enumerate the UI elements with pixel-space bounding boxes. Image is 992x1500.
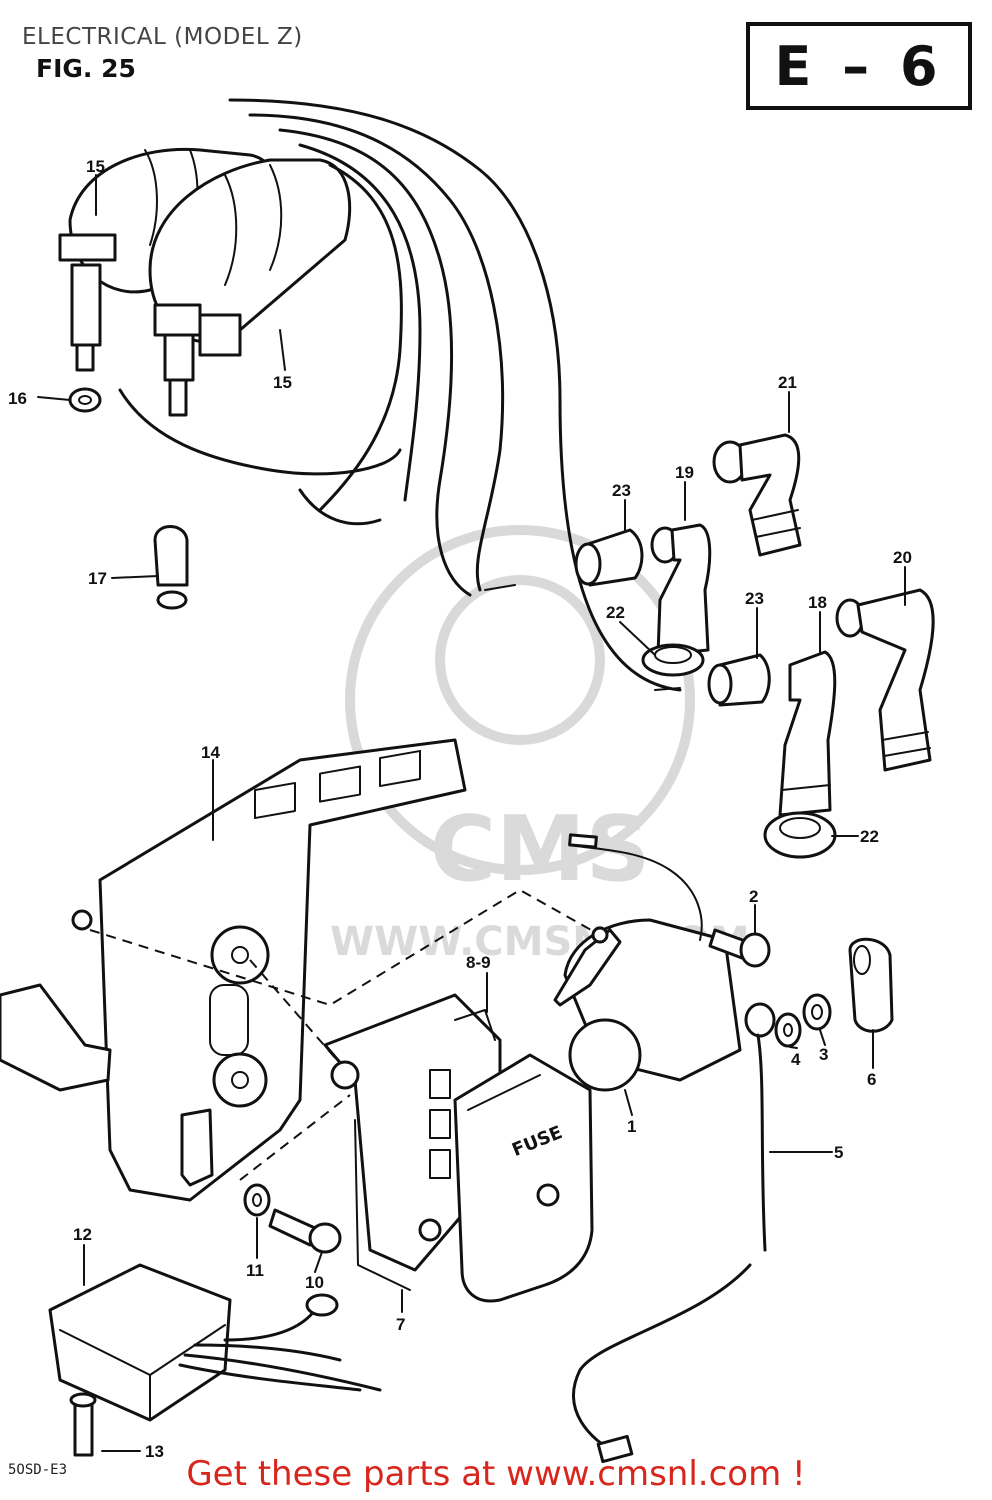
callout-22-lower: 22 <box>860 827 879 846</box>
watermark-mascot-icon <box>345 525 695 875</box>
starter-relay-1[interactable] <box>553 833 742 1092</box>
starter-lead-5[interactable] <box>572 1002 776 1464</box>
callout-15-front: 15 <box>273 373 292 392</box>
regulator-12[interactable] <box>48 1263 382 1457</box>
bracket-14[interactable] <box>71 738 467 1202</box>
callout-23-upper: 23 <box>612 481 631 500</box>
plug-cap-20[interactable] <box>835 588 935 772</box>
washer-11[interactable] <box>243 1183 271 1217</box>
callout-22-upper: 22 <box>606 603 625 622</box>
cover-22-upper[interactable] <box>641 643 705 677</box>
callout-16: 16 <box>8 389 27 408</box>
callout-14: 14 <box>201 743 220 762</box>
callout-23-lower: 23 <box>745 589 764 608</box>
terminal-cap-6[interactable] <box>848 937 894 1033</box>
callout-21: 21 <box>778 373 797 392</box>
seal-23-upper[interactable] <box>574 528 644 587</box>
callout-18: 18 <box>808 593 827 612</box>
callouts: 15 15 16 17 14 23 19 21 20 18 23 22 22 2… <box>8 157 912 1461</box>
plug-cap-19[interactable] <box>650 523 712 657</box>
callout-1: 1 <box>627 1117 636 1136</box>
figure-label: FIG. 25 <box>36 54 136 83</box>
callout-12: 12 <box>73 1225 92 1244</box>
corner-fragment: 5OSD-E3 <box>8 1462 68 1478</box>
callout-5: 5 <box>834 1143 843 1162</box>
fuse-cover[interactable]: FUSE <box>453 1053 594 1303</box>
callout-6: 6 <box>867 1070 876 1089</box>
nut-16[interactable] <box>68 387 102 413</box>
fuse-box-mount-7 <box>354 1119 411 1291</box>
frame-fragment <box>0 983 112 1092</box>
callout-20: 20 <box>893 548 912 567</box>
washer-4[interactable] <box>774 1012 802 1048</box>
page-code-box: E – 6 <box>746 22 972 110</box>
watermark-brand: CMS <box>430 797 650 902</box>
callout-11: 11 <box>246 1261 264 1280</box>
page-title: ELECTRICAL (MODEL Z) <box>22 24 303 50</box>
cover-22-lower[interactable] <box>763 811 837 859</box>
ignition-coil-front[interactable] <box>148 158 352 417</box>
callout-2: 2 <box>749 887 758 906</box>
callout-8-9: 8-9 <box>466 953 491 972</box>
ignition-leads <box>118 98 682 692</box>
callout-10: 10 <box>305 1273 324 1292</box>
page-code: E – 6 <box>774 34 944 98</box>
plug-cap-21[interactable] <box>712 433 802 557</box>
callout-7: 7 <box>396 1315 405 1334</box>
callout-19: 19 <box>675 463 694 482</box>
nut-3[interactable] <box>802 993 832 1031</box>
bolt-2[interactable] <box>708 928 771 968</box>
plug-cap-18[interactable] <box>778 650 837 817</box>
footer-link[interactable]: Get these parts at www.cmsnl.com ! <box>186 1454 806 1494</box>
callout-4: 4 <box>791 1050 801 1069</box>
callout-17: 17 <box>88 569 107 588</box>
seal-23-lower[interactable] <box>707 653 771 707</box>
clamp-17[interactable] <box>153 525 189 610</box>
callout-leaders <box>37 174 906 1452</box>
screw-10[interactable] <box>268 1208 342 1254</box>
fuse-holder-8-9[interactable] <box>323 993 502 1272</box>
callout-15-rear: 15 <box>86 157 105 176</box>
callout-3: 3 <box>819 1045 828 1064</box>
callout-13: 13 <box>145 1442 164 1461</box>
